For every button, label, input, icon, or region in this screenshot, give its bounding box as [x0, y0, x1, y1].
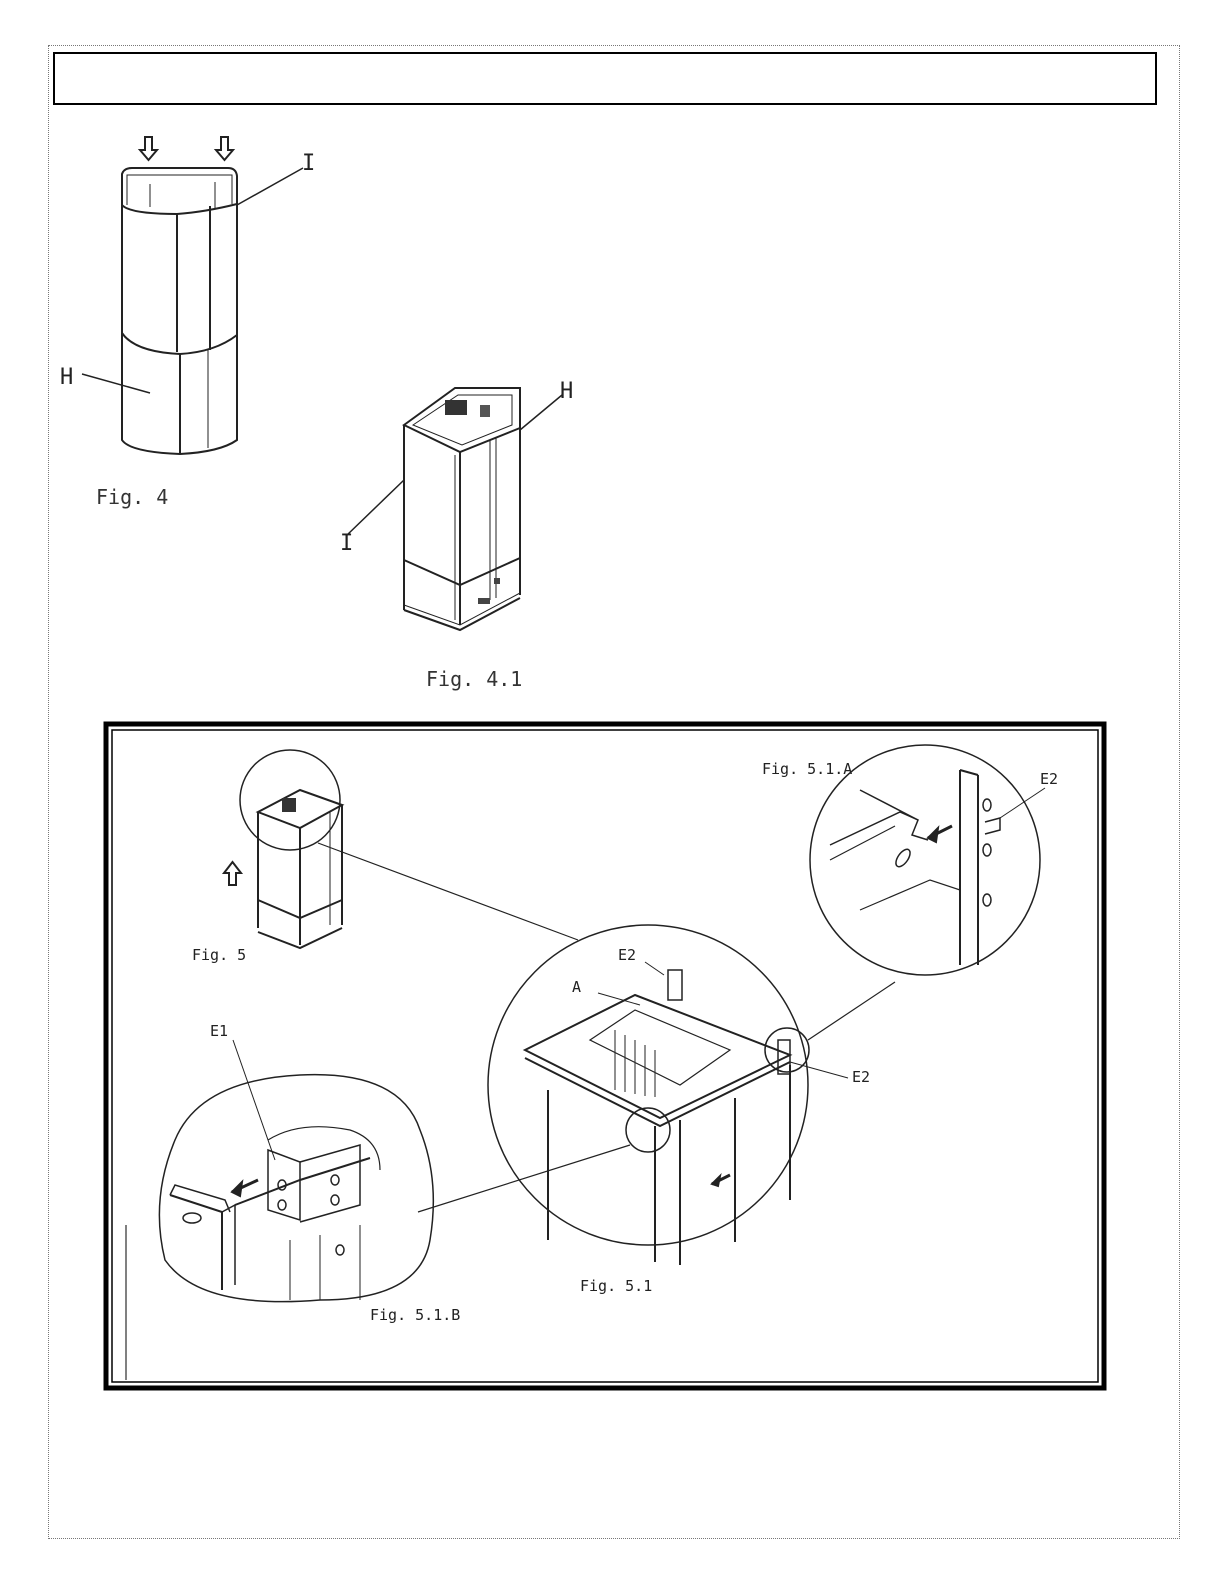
fig51-label-a: A [572, 978, 581, 996]
fig51-caption: Fig. 5.1 [580, 1277, 652, 1295]
fig51-label-e2-top: E2 [618, 946, 636, 964]
fig51-label-e2-right: E2 [852, 1068, 870, 1086]
down-arrow-icon [216, 137, 233, 160]
fig51-drawing [418, 925, 895, 1265]
fig51b-drawing [159, 1040, 433, 1302]
fig4-label-h: H [60, 365, 73, 390]
fig51b-label-e1: E1 [210, 1022, 228, 1040]
down-arrow-icon [140, 137, 157, 160]
fig4-drawing [82, 137, 303, 454]
fig41-label-h: H [560, 379, 573, 404]
arrow-icon [712, 1175, 730, 1186]
fig5-drawing [224, 750, 578, 948]
fig5-caption: Fig. 5 [192, 946, 246, 964]
fig51b-caption: Fig. 5.1.B [370, 1306, 460, 1324]
up-arrow-icon [224, 862, 241, 885]
fig51a-caption: Fig. 5.1.A [762, 760, 852, 778]
arrow-icon [928, 826, 952, 842]
fig4-caption: Fig. 4 [96, 485, 168, 509]
fig41-caption: Fig. 4.1 [426, 667, 522, 691]
fig51a-label-e2: E2 [1040, 770, 1058, 788]
fig41-drawing [346, 388, 562, 630]
fig41-label-i: I [340, 531, 353, 556]
fig4-label-i: I [302, 151, 315, 176]
fig51a-drawing [810, 745, 1045, 975]
arrow-icon [232, 1180, 258, 1196]
